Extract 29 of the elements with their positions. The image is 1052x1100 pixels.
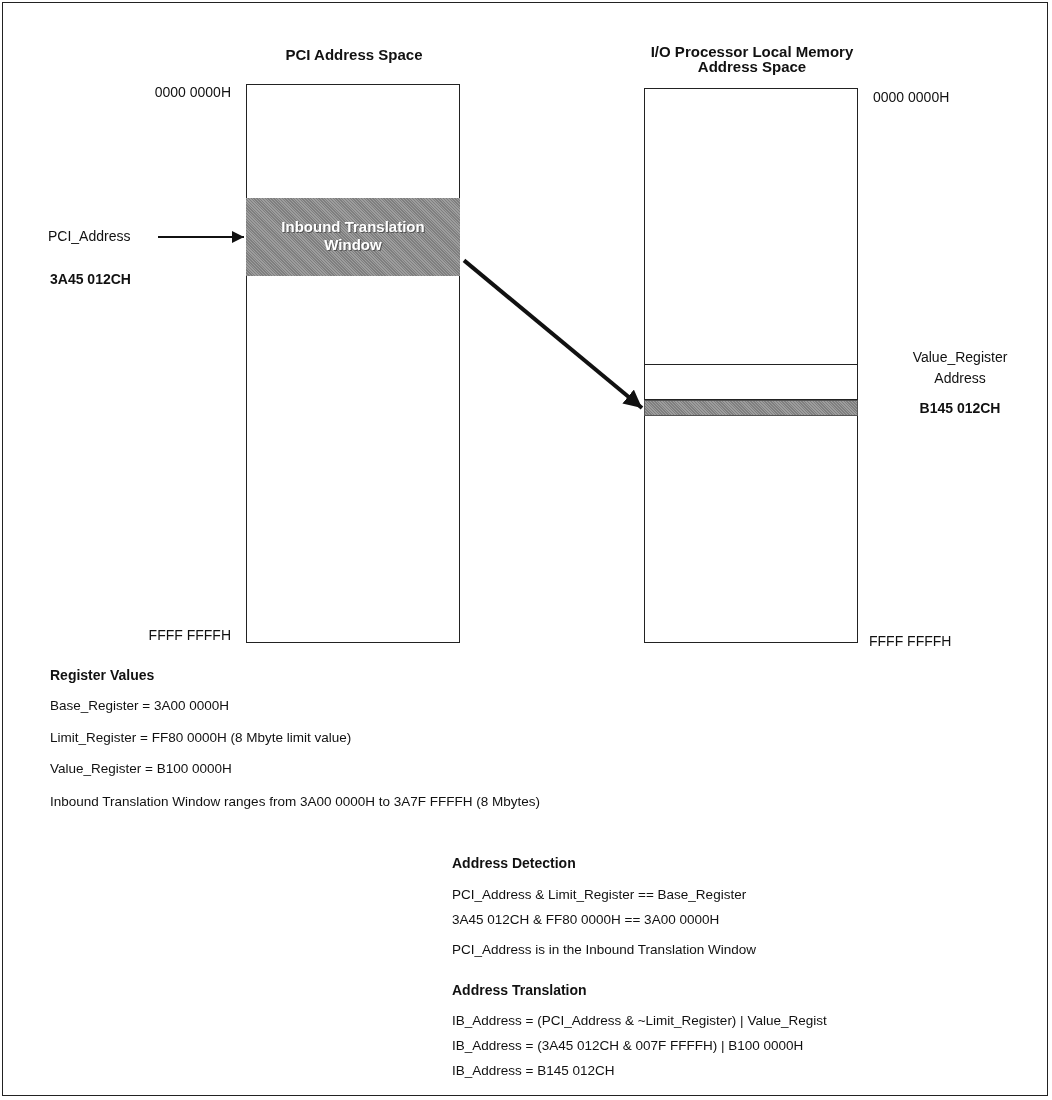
address-value: 0000 0000H — [873, 90, 951, 105]
address-value: 3A45 012CH — [50, 272, 132, 287]
section-heading: Address Detection — [452, 856, 576, 871]
annotation-text: Inbound Translation Window ranges from 3A00 0000H to 3A7F FFFFH (8 Mbytes) — [50, 794, 540, 809]
memory-map-heading: PCI Address Space — [284, 47, 424, 62]
translated-address-bar — [644, 400, 858, 416]
section-heading: Address Translation — [452, 983, 587, 998]
address-value: FFFF FFFFH — [869, 634, 953, 649]
translation-window-band — [246, 198, 460, 276]
annotation-text: PCI_Address is in the Inbound Translation Window — [452, 942, 756, 957]
annotation-text: Base_Register = 3A00 0000H — [50, 698, 229, 713]
address-value: 0000 0000H — [153, 85, 231, 100]
arrow — [462, 258, 644, 410]
address-value: FFFF FFFFH — [147, 628, 231, 643]
annotation-text: Value_Register = B100 0000H — [50, 761, 232, 776]
annotation-text: PCI_Address & Limit_Register == Base_Register — [452, 887, 747, 902]
memory-map-heading: I/O Processor Local Memory Address Space — [649, 44, 855, 74]
section-heading: Register Values — [50, 668, 155, 683]
annotation-text: B145 012CH — [918, 401, 1002, 416]
address-label: PCI_Address — [48, 229, 131, 244]
window-label: Inbound Translation Window — [280, 218, 426, 254]
annotation-text: Value_Register Address — [911, 348, 1009, 388]
arrow — [157, 231, 245, 243]
annotation-text: IB_Address = (PCI_Address & ~Limit_Register) | Value_Regist — [452, 1013, 827, 1028]
annotation-text: IB_Address = B145 012CH — [452, 1063, 615, 1078]
annotation-text: IB_Address = (3A45 012CH & 007F FFFFH) | B100 0000H — [452, 1038, 804, 1053]
annotation-text: 3A45 012CH & FF80 0000H == 3A00 0000H — [452, 912, 720, 927]
memory-region-box — [644, 364, 858, 400]
annotation-text: Limit_Register = FF80 0000H (8 Mbyte limit value) — [50, 730, 352, 745]
